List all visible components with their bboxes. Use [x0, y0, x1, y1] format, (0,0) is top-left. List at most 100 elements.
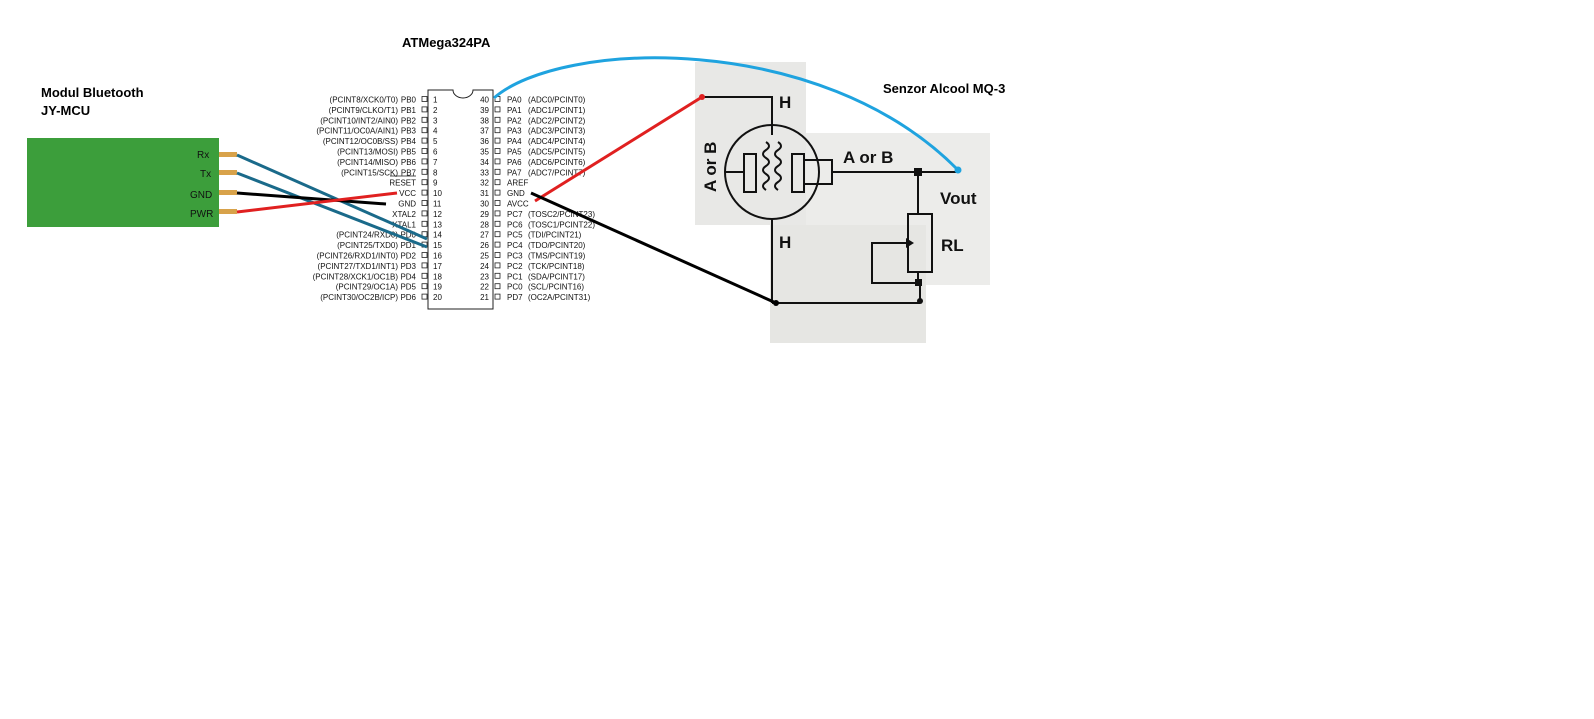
mcu-pin-number-right: 25: [480, 252, 489, 261]
mcu-pin-box-left: [421, 127, 428, 134]
mcu-pin-alt-left: (PCINT27/TXD1/INT1): [318, 262, 399, 271]
mcu-pin-number-right: 21: [480, 293, 489, 302]
mcu-pin-alt-left: (PCINT15/SCK): [341, 168, 398, 177]
mcu-pin-alt-right: (ADC0/PCINT0): [528, 96, 586, 105]
mcu-pin-alt-left: (PCINT9/CLKO/T1): [329, 106, 399, 115]
mcu-pin-name-left: PB6: [401, 158, 417, 167]
electrode-left-label: A or B: [701, 142, 720, 192]
mcu-pin-box-left: [421, 272, 428, 279]
mcu-pin-box-left: [421, 148, 428, 154]
mcu-pin-alt-right: (ADC1/PCINT1): [528, 106, 586, 115]
mcu-pin-box-right: [494, 241, 501, 248]
mcu-pin-number-right: 38: [480, 116, 489, 125]
mcu-pin-number-right: 22: [480, 283, 489, 292]
mcu-pin-box-left: [421, 168, 428, 175]
bluetooth-board: [27, 138, 219, 227]
mcu-pin-number-left: 9: [433, 179, 438, 188]
bluetooth-pin-tx: [219, 170, 237, 175]
mcu-pin-name-left: PD2: [400, 252, 416, 261]
mcu-pin-name-right: PA6: [507, 158, 522, 167]
mcu-pin-alt-right: (ADC4/PCINT4): [528, 137, 586, 146]
mcu-pin-name-right: PC4: [507, 241, 523, 250]
mcu-pin-box-left: [421, 293, 428, 300]
mcu-pin-number-left: 13: [433, 220, 442, 229]
mcu-pin-alt-right: (TDI/PCINT21): [528, 231, 582, 240]
mcu-pin-name-right: PA5: [507, 148, 522, 157]
mcu-body: [427, 89, 494, 310]
wire-bt-gnd-to-gnd: [236, 191, 387, 206]
mcu-pin-name-left: VCC: [399, 189, 416, 198]
mcu-pin-number-right: 30: [480, 200, 489, 209]
mcu-pin-alt-left: (PCINT30/OC2B/ICP): [320, 293, 398, 302]
bluetooth-pin-rx: [219, 152, 237, 157]
mcu-pin-box-right: [494, 127, 501, 134]
mcu-pin-name-right: PC6: [507, 220, 523, 229]
wire-gnd-to-sensor: [530, 191, 777, 305]
mcu-pin-number-right: 39: [480, 106, 489, 115]
mcu-pin-name-left: PD0: [400, 231, 416, 240]
mcu-pin-alt-right: (TOSC1/PCINT22): [528, 220, 595, 229]
mcu-pin-number-right: 35: [480, 148, 489, 157]
mcu-pin-list: 1PB0(PCINT8/XCK0/T0)2PB1(PCINT9/CLKO/T1)…: [313, 96, 596, 303]
mcu-pin-box-left: [421, 200, 428, 206]
mcu-pin-number-right: 37: [480, 127, 489, 136]
mcu-pin-name-left: PD5: [400, 283, 416, 292]
mcu-pin-box-right: [494, 272, 501, 279]
mcu-pin-alt-right: (SDA/PCINT17): [528, 272, 585, 281]
mcu-pin-name-left: PD3: [400, 262, 416, 271]
mcu-pin-name-left: PB5: [401, 148, 417, 157]
wire-rx-to-pd0: [236, 153, 428, 241]
sensor-title: Senzor Alcool MQ-3: [883, 81, 1005, 96]
mcu-pin-box-left: [421, 158, 428, 165]
mcu-pin-number-left: 20: [433, 293, 442, 302]
mcu-pin-number-left: 12: [433, 210, 442, 219]
mcu-pin-box-left: [421, 252, 428, 258]
mcu-pin-number-left: 18: [433, 272, 442, 281]
mcu-pin-number-left: 2: [433, 106, 438, 115]
mcu-pin-box-right: [494, 231, 501, 238]
mcu-pin-alt-right: (OC2A/PCINT31): [528, 293, 591, 302]
bluetooth-pin-pwr: [219, 209, 237, 214]
ground-node: [917, 298, 923, 304]
mcu-pin-number-right: 27: [480, 231, 489, 240]
mcu-pin-name-right: PA3: [507, 127, 522, 136]
mcu-pin-box-right: [494, 210, 501, 217]
mcu-pin-number-right: 29: [480, 210, 489, 219]
mcu-pin-name-left: RESET: [389, 179, 416, 188]
mcu-pin-name-right: GND: [507, 189, 525, 198]
connection-wires: [236, 56, 962, 306]
mcu-pin-number-right: 32: [480, 179, 489, 188]
mcu-pin-box-left: [421, 179, 428, 186]
mcu-pin-alt-right: (TOSC2/PCINT23): [528, 210, 595, 219]
mcu-pin-box-right: [494, 262, 501, 269]
mcu-pin-name-left: PD4: [400, 272, 416, 281]
mcu-pin-number-right: 31: [480, 189, 489, 198]
mcu-pin-box-right: [494, 189, 501, 196]
mq3-sensor-schematic: H A or B A or B Vout RL H: [695, 62, 990, 343]
mcu-pin-number-left: 8: [433, 168, 438, 177]
mcu-pin-name-left: PD6: [400, 293, 416, 302]
mcu-pin-box-left: [421, 116, 428, 123]
mcu-pin-number-right: 34: [480, 158, 489, 167]
mcu-pin-name-left: PD1: [400, 241, 416, 250]
mcu-pin-number-left: 5: [433, 137, 438, 146]
mcu-pin-number-right: 33: [480, 168, 489, 177]
mcu-pin-box-right: [494, 116, 501, 123]
mcu-pin-alt-left: (PCINT28/XCK1/OC1B): [313, 272, 399, 281]
mcu-pin-name-right: AREF: [507, 179, 528, 188]
mcu-pin-alt-right: (TCK/PCINT18): [528, 262, 585, 271]
mcu-pin-name-right: PC0: [507, 283, 523, 292]
mcu-pin-box-right: [494, 179, 501, 186]
mcu-pin-name-left: PB3: [401, 127, 417, 136]
mcu-pin-box-right: [494, 106, 501, 113]
heater-bottom-label: H: [779, 233, 791, 252]
mcu-pin-alt-right: (ADC2/PCINT2): [528, 116, 586, 125]
mcu-pin-number-left: 11: [433, 200, 442, 209]
heater-top-label: H: [779, 93, 791, 112]
rl-label: RL: [941, 236, 964, 255]
mcu-pin-number-left: 19: [433, 283, 442, 292]
mcu-pin-name-right: PC1: [507, 272, 523, 281]
mcu-pin-alt-right: (TMS/PCINT19): [528, 252, 586, 261]
mcu-pin-name-left: PB1: [401, 106, 417, 115]
wire-gnd-endpoint: [773, 300, 779, 306]
